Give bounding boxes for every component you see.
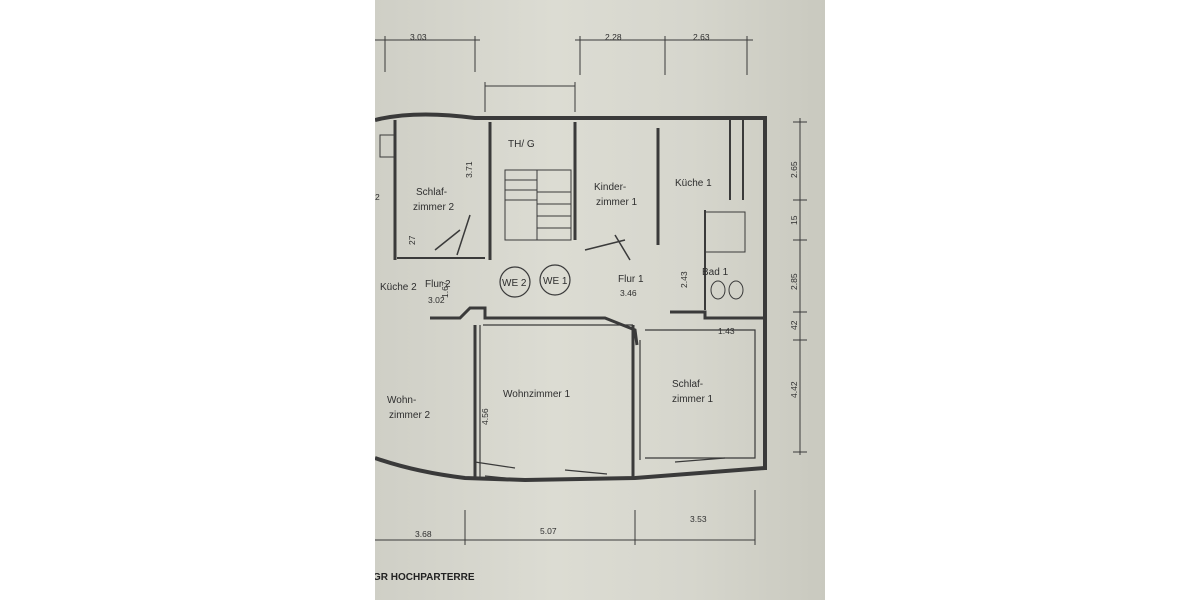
- dim-bottom-0: 3.68: [415, 529, 432, 539]
- dim-right-2: 2.85: [789, 273, 799, 290]
- unit-we-2: WE 2: [502, 278, 527, 289]
- dim-top-2: 2.63: [693, 32, 710, 42]
- paper-sheet: 3.03 2.28 2.63 3.68 5.07 3.53 2.65 15 2.…: [375, 0, 825, 600]
- dim-int-4: 2.43: [679, 271, 689, 288]
- dim-bottom-1: 5.07: [540, 526, 557, 536]
- dim-int-2: 1.67: [440, 281, 450, 298]
- dim-int-1: 27: [407, 235, 417, 245]
- unit-we-1: WE 1: [543, 276, 568, 287]
- dim-top-0: 3.03: [410, 32, 427, 42]
- room-schlafzimmer-1-line1: Schlaf-: [672, 379, 703, 390]
- floor-plan: 3.03 2.28 2.63 3.68 5.07 3.53 2.65 15 2.…: [375, 32, 807, 583]
- room-schlafzimmer-2-line2: zimmer 2: [413, 202, 455, 213]
- plan-title: GR HOCHPARTERRE: [375, 572, 475, 583]
- room-wohnzimmer-2-line2: zimmer 2: [389, 410, 431, 421]
- room-schlafzimmer-2-line1: Schlaf-: [416, 187, 447, 198]
- room-wohnzimmer-1: Wohnzimmer 1: [503, 389, 570, 400]
- dim-int-5: 3.46: [620, 288, 637, 298]
- dim-bottom-2: 3.53: [690, 514, 707, 524]
- room-kuche-2: Küche 2: [380, 282, 417, 293]
- dim-right-4: 4.42: [789, 381, 799, 398]
- dim-right-3: 42: [789, 320, 799, 330]
- dim-top-1: 2.28: [605, 32, 622, 42]
- room-kinderzimmer-1-line2: zimmer 1: [596, 197, 638, 208]
- dim-int-6: 1.43: [718, 326, 735, 336]
- room-kuche-1: Küche 1: [675, 178, 712, 189]
- dim-int-3: 3.02: [428, 295, 445, 305]
- room-flur-1: Flur 1: [618, 274, 644, 285]
- room-schlafzimmer-1-line2: zimmer 1: [672, 394, 714, 405]
- room-kinderzimmer-1-line1: Kinder-: [594, 182, 626, 193]
- dim-int-7: 4.56: [480, 408, 490, 425]
- dim-right: 2.65 15 2.85 42 4.42: [789, 161, 799, 398]
- dim-right-0: 2.65: [789, 161, 799, 178]
- dim-int-0: 3.71: [464, 161, 474, 178]
- room-bad-1: Bad 1: [702, 267, 729, 278]
- room-th-g: TH/ G: [508, 139, 535, 150]
- room-wohnzimmer-2-line1: Wohn-: [387, 395, 416, 406]
- dim-right-1: 15: [789, 215, 799, 225]
- dim-int-8: 2: [375, 192, 380, 202]
- room-flur-2: Flur 2: [425, 279, 451, 290]
